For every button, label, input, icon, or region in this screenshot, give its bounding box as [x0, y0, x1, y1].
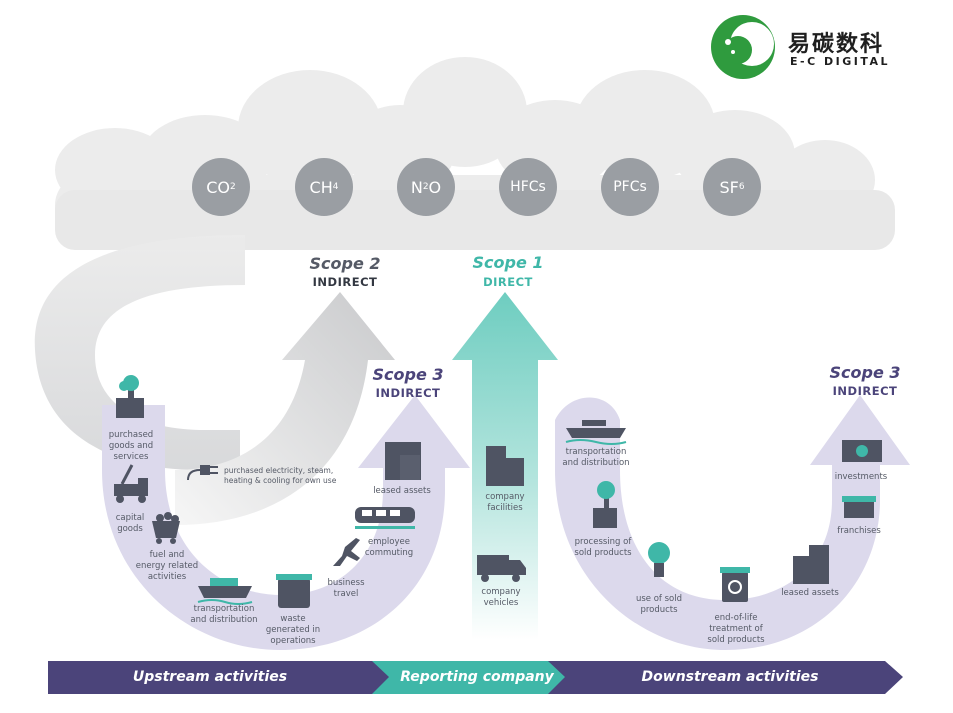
scope3-upstream-title: Scope 3: [372, 365, 444, 384]
label-business-travel: business travel: [327, 578, 365, 599]
scope2-subtitle: INDIRECT: [312, 275, 378, 289]
scope1-subtitle: DIRECT: [483, 275, 533, 289]
downstream-u-arrow: [555, 395, 910, 650]
gas-pfcs: PFCs: [601, 158, 659, 216]
label-investments: investments: [834, 472, 888, 482]
shop-icon: [842, 496, 876, 518]
upstream-u-arrow: [102, 395, 470, 650]
logo-name-en: E-C DIGITAL: [790, 55, 890, 68]
factory-icon: [116, 375, 144, 418]
label-company-facilities: company facilities: [485, 492, 525, 513]
scope2-loop-arc: [34, 235, 245, 470]
processing-factory-icon: [593, 481, 617, 528]
label-downstream-leased-assets: leased assets: [781, 588, 839, 598]
scope3-upstream-subtitle: INDIRECT: [375, 386, 441, 400]
scope3-downstream-title: Scope 3: [829, 363, 901, 382]
ship-icon: [565, 420, 627, 445]
label-upstream-leased-assets: leased assets: [373, 486, 431, 496]
airplane-icon: [333, 538, 360, 566]
label-downstream-transportation: transportation and distribution: [562, 447, 630, 468]
label-capital-goods: capital goods: [115, 513, 145, 534]
downstream-band: [548, 661, 903, 694]
label-fuel-energy: fuel and energy related activities: [135, 550, 199, 582]
label-purchased-electricity: purchased electricity, steam, heating & …: [224, 466, 337, 485]
crane-truck-icon: [114, 464, 148, 503]
scope2-arrow: [175, 292, 395, 525]
label-use-of-sold-products: use of sold products: [635, 594, 683, 615]
logo-emblem-icon: [711, 15, 775, 79]
leased-building-icon: [793, 545, 829, 584]
label-purchased-goods: purchased goods and services: [108, 430, 154, 462]
label-employee-commuting: employee commuting: [364, 537, 414, 558]
label-upstream-transportation: transportation and distribution: [190, 604, 258, 625]
gas-hfcs: HFCs: [499, 158, 557, 216]
label-company-vehicles: company vehicles: [481, 587, 521, 608]
office-building-icon: [385, 442, 421, 480]
cargo-ship-icon: [197, 578, 253, 605]
train-icon: [355, 507, 415, 529]
cloud-band: [55, 57, 895, 250]
company-building-icon: [486, 446, 524, 486]
scope1-title: Scope 1: [472, 253, 544, 272]
recycle-bin-icon: [720, 567, 750, 602]
light-bulb-icon: [648, 542, 670, 577]
band-upstream-label: Upstream activities: [132, 669, 288, 685]
band-reporting-label: Reporting company: [400, 669, 554, 685]
money-icon: [842, 440, 882, 462]
reporting-band: [372, 661, 572, 694]
upstream-band: [48, 661, 398, 694]
scope2-title: Scope 2: [309, 254, 381, 273]
delivery-truck-icon: [477, 555, 526, 582]
scope3-downstream-subtitle: INDIRECT: [832, 384, 898, 398]
label-franchises: franchises: [837, 526, 881, 536]
logo-name-cn: 易碳数科: [788, 32, 885, 57]
label-processing: processing of sold products: [574, 537, 632, 558]
label-waste: waste generated in operations: [265, 614, 321, 646]
waste-bin-icon: [276, 574, 312, 608]
plug-icon: [187, 465, 218, 481]
coal-cart-icon: [152, 512, 180, 544]
label-end-of-life: end-of-life treatment of sold products: [707, 613, 765, 645]
band-downstream-label: Downstream activities: [641, 669, 819, 685]
